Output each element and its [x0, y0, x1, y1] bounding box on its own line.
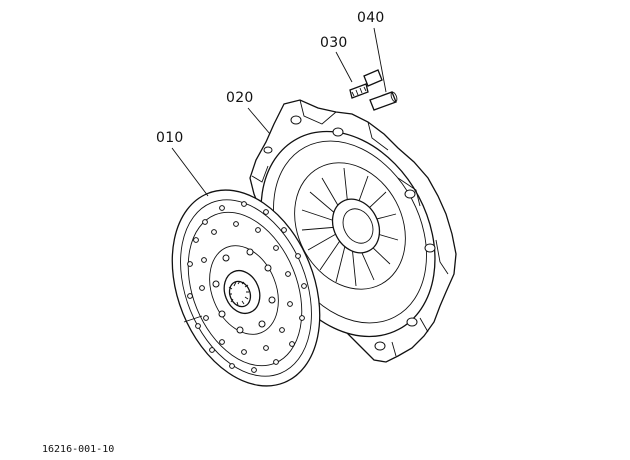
leader-lines [171, 27, 387, 323]
splined-hub [223, 269, 261, 315]
callout-030: 030 [320, 35, 348, 51]
hub-plate-holes [212, 248, 276, 334]
callout-040: 040 [357, 10, 385, 26]
bolt[interactable] [349, 69, 383, 99]
friction-rivet-holes [187, 201, 307, 373]
callout-020: 020 [226, 90, 254, 106]
diaphragm-spring [294, 162, 406, 290]
cover-bolt-holes [263, 115, 436, 351]
leader-010 [171, 147, 209, 197]
callout-010: 010 [156, 130, 184, 146]
leader-030 [335, 51, 353, 83]
leader-040 [373, 27, 387, 93]
dowel-pin[interactable] [369, 91, 398, 111]
drawing-code: 16216-001-10 [42, 444, 114, 455]
clutch-disc[interactable] [145, 168, 348, 408]
pressure-plate-cover[interactable] [227, 99, 470, 367]
leader-disc-face [183, 315, 203, 323]
leader-020 [247, 107, 271, 135]
